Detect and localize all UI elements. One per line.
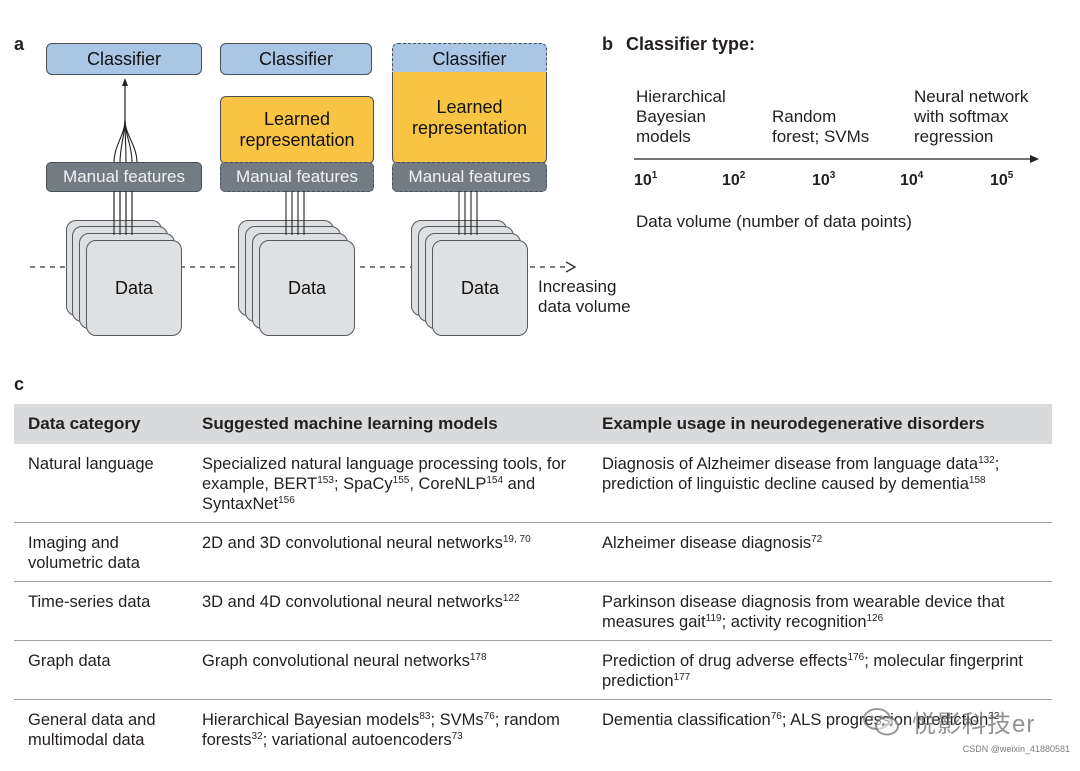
classifier-type-neural-network: Neural network with softmax regression — [914, 87, 1029, 146]
cell-category: Imaging and volumetric data — [14, 522, 188, 582]
data-box-1: Data — [86, 240, 182, 336]
axis-tick: 103 — [812, 170, 836, 189]
data-box-3: Data — [432, 240, 528, 336]
learned-representation-box-3: Learned representation — [392, 72, 547, 164]
axis-tick: 104 — [900, 170, 924, 189]
classifier-box-2: Classifier — [220, 43, 372, 75]
wires-col2 — [285, 191, 305, 235]
cell-category: Graph data — [14, 640, 188, 700]
header-data-category: Data category — [14, 404, 188, 444]
axis-tick: 101 — [634, 170, 658, 189]
cell-usage: Alzheimer disease diagnosis72 — [588, 522, 1052, 582]
increasing-data-volume-label: Increasing data volume — [538, 277, 631, 316]
table-row: Time-series data 3D and 4D convolutional… — [14, 581, 1052, 641]
axis-tick: 102 — [722, 170, 746, 189]
manual-features-box-2: Manual features — [220, 162, 374, 192]
wires-col3 — [458, 191, 478, 235]
panel-c-letter: c — [14, 374, 25, 394]
table-row: Natural language Specialized natural lan… — [14, 444, 1052, 523]
ml-models-table: Data category Suggested machine learning… — [14, 404, 1052, 758]
cell-category: Time-series data — [14, 581, 188, 641]
classifier-type-random-forest-svm: Random forest; SVMs — [772, 107, 870, 146]
classifier-box-1: Classifier — [46, 43, 202, 75]
panel-a-letter: a — [14, 34, 25, 54]
axis-tick: 105 — [990, 170, 1014, 189]
classifier-type-hierarchical-bayesian: Hierarchical Bayesian models — [636, 87, 726, 146]
cell-usage: Diagnosis of Alzheimer disease from lang… — [588, 444, 1052, 523]
cell-models: 3D and 4D convolutional neural networks1… — [188, 581, 588, 641]
cell-usage: Dementia classification76; ALS progressi… — [602, 711, 1000, 729]
panel-b-letter: b — [602, 34, 613, 54]
wechat-logo-icon — [863, 708, 899, 736]
manual-features-box-1: Manual features — [46, 162, 202, 192]
cell-category: Natural language — [14, 444, 188, 523]
table-header-row: Data category Suggested machine learning… — [14, 404, 1052, 444]
learned-representation-box-2: Learned representation — [220, 96, 374, 164]
panel-b-title: Classifier type: — [626, 34, 756, 54]
header-example-usage: Example usage in neurodegenerative disor… — [588, 404, 1052, 444]
watermark-csdn: CSDN @weixin_41880581 — [962, 744, 1070, 754]
cell-models: Hierarchical Bayesian models83; SVMs76; … — [202, 711, 560, 749]
table-row: Graph data Graph convolutional neural ne… — [14, 640, 1052, 700]
cell-usage: Prediction of drug adverse effects176; m… — [588, 640, 1052, 700]
header-suggested-models: Suggested machine learning models — [188, 404, 588, 444]
cell-category: General data and multimodal data — [28, 711, 156, 749]
classifier-box-3: Classifier — [392, 43, 547, 75]
cell-models: Specialized natural language processing … — [188, 444, 588, 523]
cell-models: 2D and 3D convolutional neural networks1… — [188, 522, 588, 582]
data-box-2: Data — [259, 240, 355, 336]
wires-col1-lower — [113, 191, 133, 235]
cell-models: Graph convolutional neural networks178 — [188, 640, 588, 700]
manual-features-box-3: Manual features — [392, 162, 547, 192]
cell-usage: Parkinson disease diagnosis from wearabl… — [588, 581, 1052, 641]
data-volume-axis-label: Data volume (number of data points) — [636, 212, 912, 231]
table-row: General data and multimodal data Hierarc… — [14, 700, 1052, 759]
watermark-brand: 悦影科技er — [912, 711, 1036, 738]
data-volume-axis — [634, 155, 1039, 163]
table-row: Imaging and volumetric data 2D and 3D co… — [14, 522, 1052, 582]
